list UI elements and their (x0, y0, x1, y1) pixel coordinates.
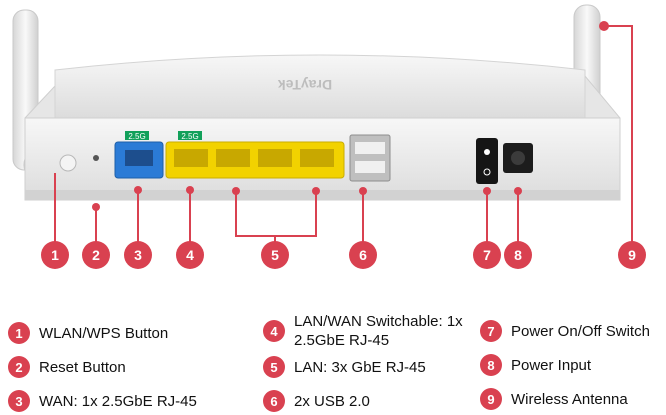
power-input[interactable] (503, 143, 533, 173)
legend-text: Power On/Off Switch (511, 322, 650, 340)
legend-number: 6 (263, 390, 285, 412)
svg-text:5: 5 (271, 247, 279, 263)
usb-ports[interactable] (349, 134, 391, 182)
legend-text: WLAN/WPS Button (39, 324, 169, 342)
callout-4: 4 (176, 241, 204, 269)
legend-text: 2x USB 2.0 (294, 392, 370, 410)
callout-2: 2 (82, 241, 110, 269)
svg-text:4: 4 (186, 247, 194, 263)
legend-text: Power Input (511, 356, 592, 374)
legend-text: WAN: 1x 2.5GbE RJ-45 (39, 392, 197, 410)
lan-ports[interactable] (165, 141, 345, 179)
wan-port[interactable] (114, 141, 164, 179)
callout-3: 3 (124, 241, 152, 269)
callout-8: 8 (504, 241, 532, 269)
legend-number: 9 (480, 388, 502, 410)
legend-item-9: 9 Wireless Antenna (480, 388, 628, 410)
legend-item-7: 7 Power On/Off Switch (480, 320, 650, 342)
callout-5: 5 (261, 241, 289, 269)
legend-number: 8 (480, 354, 502, 376)
leader-dots (92, 21, 609, 211)
leader-lines (54, 25, 633, 243)
legend-number: 3 (8, 390, 30, 412)
svg-text:8: 8 (514, 247, 522, 263)
legend-text: LAN/WAN Switchable: 1x 2.5GbE RJ-45 (294, 313, 463, 349)
callout-1: 1 (41, 241, 69, 269)
svg-text:7: 7 (483, 247, 491, 263)
legend-item-5: 5 LAN: 3x GbE RJ-45 (263, 356, 426, 378)
badge-bg (178, 131, 202, 140)
legend-text: Wireless Antenna (511, 390, 628, 408)
port-badge: 2.5G (181, 132, 198, 141)
legend-text: Reset Button (39, 358, 126, 376)
callout-9: 9 (618, 241, 646, 269)
legend-number: 5 (263, 356, 285, 378)
svg-text:9: 9 (628, 247, 636, 263)
port-badge: 2.5G (128, 132, 145, 141)
svg-text:3: 3 (134, 247, 142, 263)
svg-text:2: 2 (92, 247, 100, 263)
power-switch[interactable] (476, 138, 498, 184)
callout-7: 7 (473, 241, 501, 269)
wps-button[interactable] (59, 154, 77, 172)
legend-item-2: 2 Reset Button (8, 356, 126, 378)
brand-logo: DrayTek (278, 77, 332, 93)
legend-number: 2 (8, 356, 30, 378)
badge-bg (125, 131, 149, 140)
callout-6: 6 (349, 241, 377, 269)
legend-item-6: 6 2x USB 2.0 (263, 390, 370, 412)
legend-text: LAN: 3x GbE RJ-45 (294, 358, 426, 376)
legend-item-1: 1 WLAN/WPS Button (8, 322, 168, 344)
reset-button[interactable] (93, 155, 99, 161)
svg-text:6: 6 (359, 247, 367, 263)
legend-item-8: 8 Power Input (480, 354, 591, 376)
svg-text:1: 1 (51, 247, 59, 263)
legend-item-3: 3 WAN: 1x 2.5GbE RJ-45 (8, 390, 197, 412)
legend-item-4: 4 LAN/WAN Switchable: 1x 2.5GbE RJ-45 (263, 312, 463, 350)
legend-number: 1 (8, 322, 30, 344)
legend-number: 7 (480, 320, 502, 342)
legend-number: 4 (263, 320, 285, 342)
